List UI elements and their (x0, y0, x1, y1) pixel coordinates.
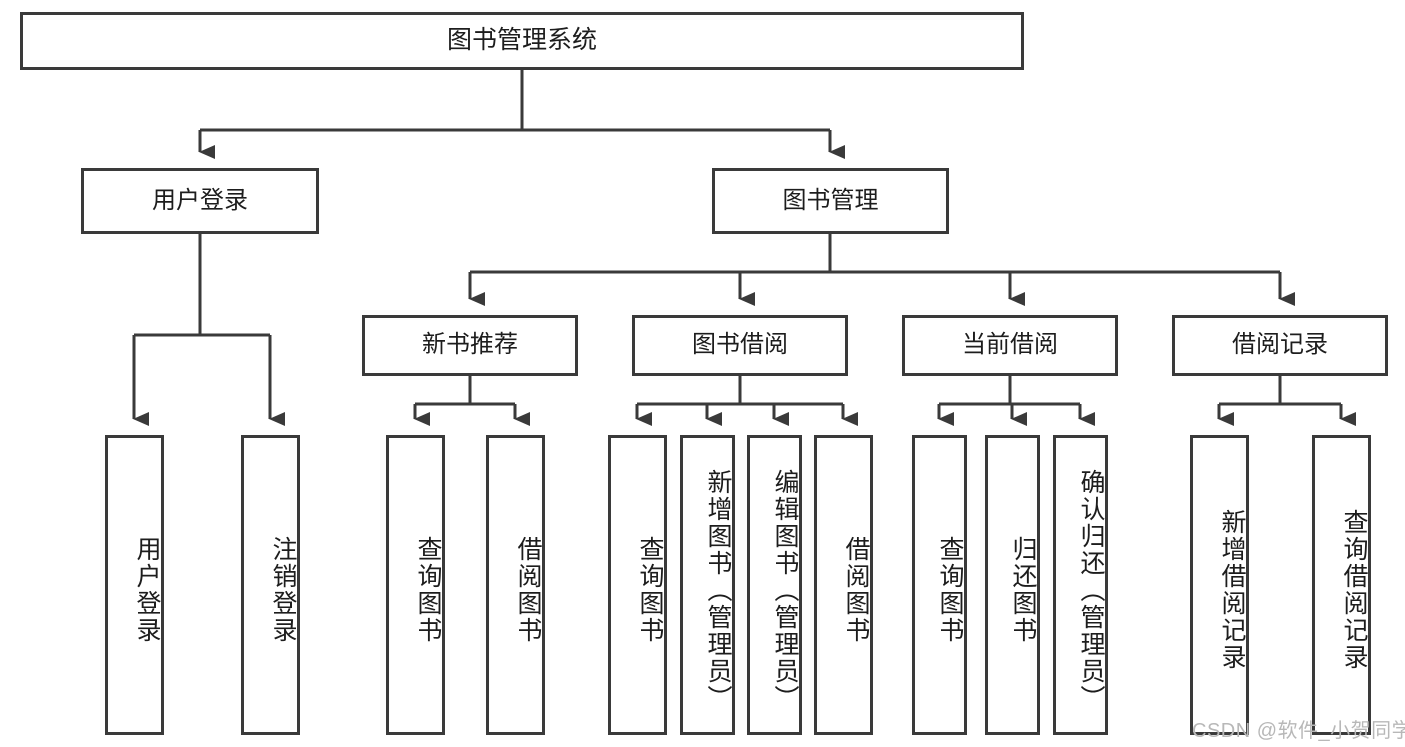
leaf-query-borrow-record[interactable]: 查询借阅记录 (1312, 435, 1371, 735)
leaf-add-book-admin[interactable]: 新增图书（管理员） (680, 435, 735, 735)
node-root-system[interactable]: 图书管理系统 (20, 12, 1024, 70)
node-new-book-recommend[interactable]: 新书推荐 (362, 315, 578, 376)
leaf-return-book[interactable]: 归还图书 (985, 435, 1040, 735)
node-user-login[interactable]: 用户登录 (81, 168, 319, 234)
node-book-borrow[interactable]: 图书借阅 (632, 315, 848, 376)
leaf-borrow-book-recommend[interactable]: 借阅图书 (486, 435, 545, 735)
leaf-query-book-borrow[interactable]: 查询图书 (608, 435, 667, 735)
leaf-edit-book-admin[interactable]: 编辑图书（管理员） (747, 435, 802, 735)
leaf-query-book-current[interactable]: 查询图书 (912, 435, 967, 735)
leaf-add-borrow-record[interactable]: 新增借阅记录 (1190, 435, 1249, 735)
node-current-borrow[interactable]: 当前借阅 (902, 315, 1118, 376)
node-book-management[interactable]: 图书管理 (712, 168, 949, 234)
leaf-logout[interactable]: 注销登录 (241, 435, 300, 735)
node-borrow-record[interactable]: 借阅记录 (1172, 315, 1388, 376)
leaf-user-login[interactable]: 用户登录 (105, 435, 164, 735)
csdn-watermark: CSDN @软件_小贺同学 (1192, 720, 1405, 742)
leaf-confirm-return-admin[interactable]: 确认归还（管理员） (1053, 435, 1108, 735)
leaf-query-book-recommend[interactable]: 查询图书 (386, 435, 445, 735)
leaf-borrow-book[interactable]: 借阅图书 (814, 435, 873, 735)
